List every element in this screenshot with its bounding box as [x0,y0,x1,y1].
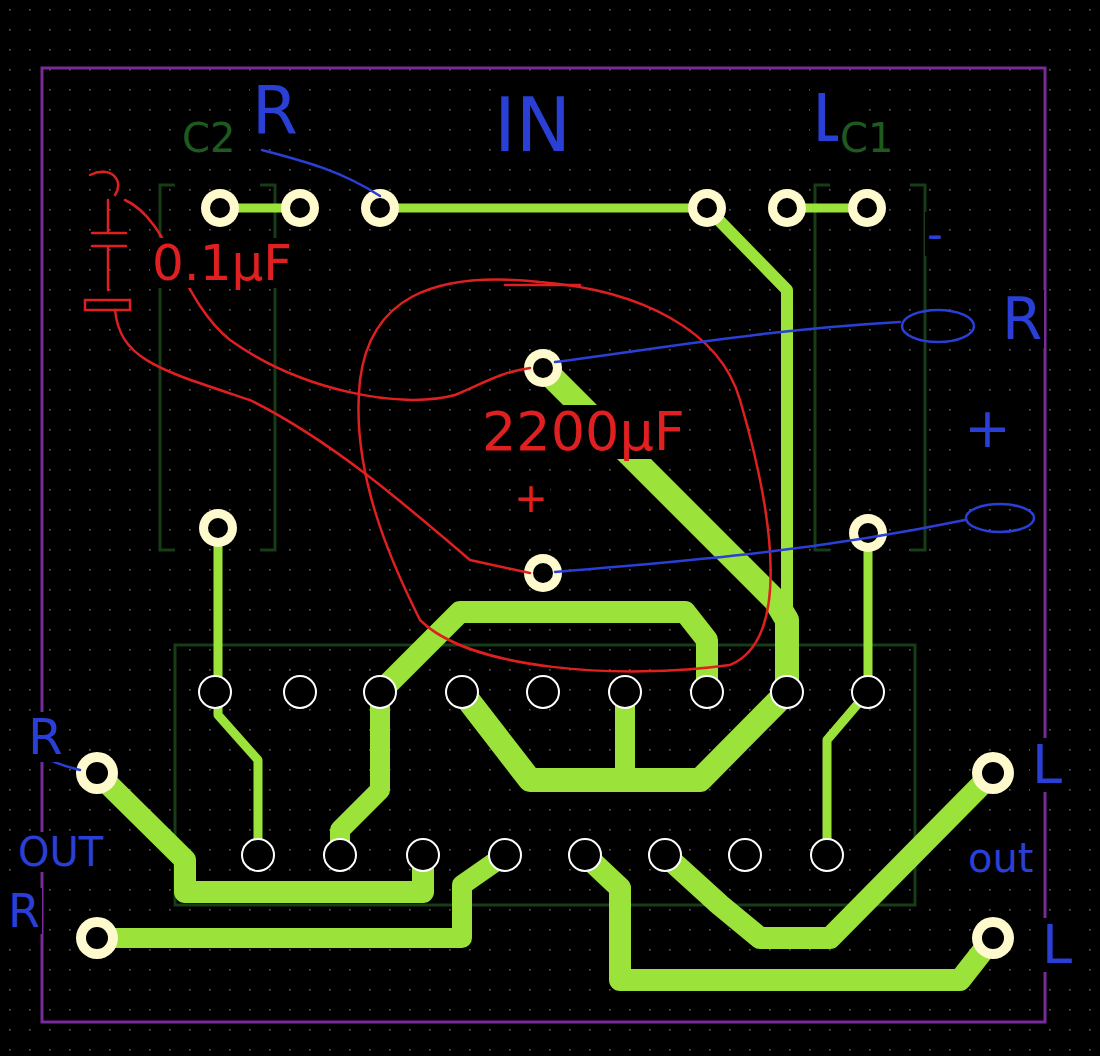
signal-name: IN [492,88,573,162]
signal-name: L [1030,738,1064,792]
signal-name: OUT [16,832,105,872]
polarity-mark: + [512,478,550,518]
part-value: 0.1μF [150,238,294,288]
traces [97,208,993,980]
silkscreen [160,185,925,905]
signal-name: R [1000,290,1044,348]
signal-name: R [6,888,42,934]
pads [76,189,1014,959]
signal-name: out [966,838,1036,878]
part-name: C1 [838,118,895,158]
board-outline [42,68,1045,1022]
blue-annotations [38,150,1034,770]
signal-name: L [1040,918,1074,972]
signal-name: R [26,712,65,762]
part-value: 2200μF [480,405,687,459]
part-name: C2 [180,118,237,158]
polarity-mark: - [925,212,945,256]
polarity-mark: + [962,400,1013,456]
red-annotations [85,172,771,672]
signal-name: R [250,78,300,144]
